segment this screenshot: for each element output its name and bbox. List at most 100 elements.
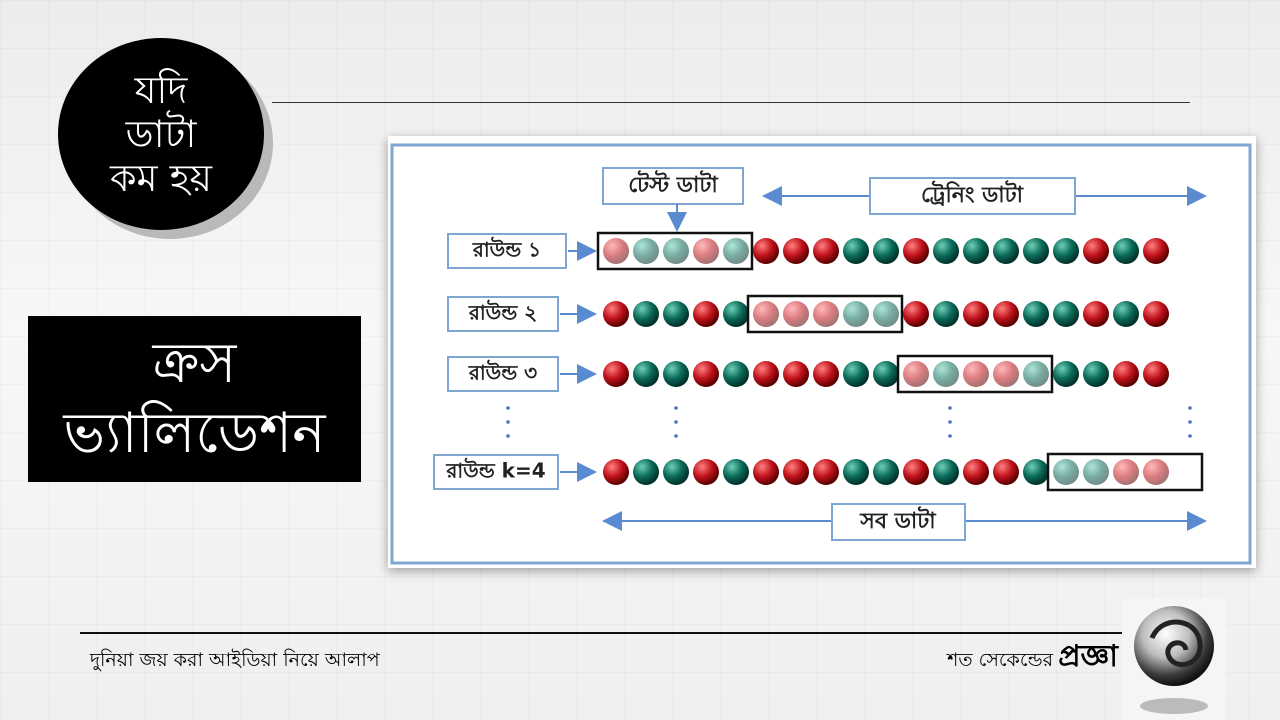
green-data-ball	[633, 301, 659, 327]
green-data-ball	[933, 459, 959, 485]
green-data-ball	[663, 301, 689, 327]
ellipsis-dot	[506, 420, 510, 424]
green-data-ball	[723, 361, 749, 387]
red-data-ball	[813, 238, 839, 264]
red-data-ball	[903, 238, 929, 264]
green-data-ball	[663, 459, 689, 485]
green-data-ball	[843, 301, 869, 327]
footer-brand: শত সেকেন্ডের প্রজ্ঞা	[947, 632, 1118, 683]
green-data-ball	[633, 459, 659, 485]
ellipsis-dot	[1188, 420, 1192, 424]
round-label: রাউন্ড ৩	[468, 360, 537, 385]
green-data-ball	[663, 361, 689, 387]
ellipsis-dot	[674, 434, 678, 438]
test-fold-highlight	[746, 294, 904, 334]
all-data-label: সব ডাটা	[859, 506, 937, 534]
red-data-ball	[813, 301, 839, 327]
ellipsis-dot	[1188, 406, 1192, 410]
green-data-ball	[1113, 238, 1139, 264]
green-data-ball	[963, 238, 989, 264]
ellipsis-dot	[1188, 434, 1192, 438]
ellipsis-dot	[674, 406, 678, 410]
red-data-ball	[813, 361, 839, 387]
green-data-ball	[843, 361, 869, 387]
topic-circle-badge: যদি ডাটা কম হয়	[58, 38, 264, 230]
badge-line-1: যদি	[134, 68, 188, 112]
red-data-ball	[1083, 301, 1109, 327]
green-data-ball	[843, 459, 869, 485]
green-data-ball	[873, 361, 899, 387]
green-data-ball	[723, 238, 749, 264]
red-data-ball	[783, 361, 809, 387]
green-data-ball	[633, 361, 659, 387]
green-data-ball	[933, 361, 959, 387]
red-data-ball	[693, 238, 719, 264]
green-data-ball	[1023, 459, 1049, 485]
round-label-box	[447, 233, 567, 269]
green-data-ball	[933, 238, 959, 264]
green-data-ball	[1023, 301, 1049, 327]
round-label-box	[433, 454, 559, 490]
red-data-ball	[963, 301, 989, 327]
all-data-box	[831, 503, 966, 541]
training-data-label: ট্রেনিং ডাটা	[921, 180, 1025, 208]
red-data-ball	[963, 459, 989, 485]
header-divider	[272, 102, 1190, 103]
diagram-canvas: টেস্ট ডাটাট্রেনিং ডাটারাউন্ড ১রাউন্ড ২রা…	[390, 143, 1252, 565]
footer-tagline: দুনিয়া জয় করা আইডিয়া নিয়ে আলাপ	[90, 649, 380, 671]
green-data-ball	[1053, 238, 1079, 264]
red-data-ball	[603, 238, 629, 264]
red-data-ball	[1113, 361, 1139, 387]
red-data-ball	[693, 301, 719, 327]
red-data-ball	[813, 459, 839, 485]
red-data-ball	[993, 459, 1019, 485]
diagram-frame	[390, 143, 1252, 565]
red-data-ball	[753, 238, 779, 264]
badge-line-2: ডাটা	[125, 112, 197, 156]
test-data-box	[602, 167, 744, 205]
green-data-ball	[1053, 459, 1079, 485]
red-data-ball	[753, 459, 779, 485]
red-data-ball	[1143, 301, 1169, 327]
green-data-ball	[1083, 361, 1109, 387]
red-data-ball	[603, 459, 629, 485]
green-data-ball	[873, 459, 899, 485]
red-data-ball	[753, 301, 779, 327]
green-data-ball	[1053, 301, 1079, 327]
green-data-ball	[873, 301, 899, 327]
ellipsis-dot	[948, 434, 952, 438]
green-data-ball	[873, 238, 899, 264]
green-data-ball	[1113, 301, 1139, 327]
test-data-label: টেস্ট ডাটা	[628, 170, 719, 198]
footer-brand-prefix: শত সেকেন্ডের	[947, 649, 1054, 671]
green-data-ball	[723, 301, 749, 327]
green-data-ball	[1083, 459, 1109, 485]
ellipsis-dot	[506, 406, 510, 410]
round-label-box	[447, 296, 559, 332]
green-data-ball	[663, 238, 689, 264]
ellipsis-dot	[674, 420, 678, 424]
green-data-ball	[993, 238, 1019, 264]
test-fold-highlight	[896, 354, 1054, 394]
red-data-ball	[1083, 238, 1109, 264]
green-data-ball	[723, 459, 749, 485]
red-data-ball	[603, 361, 629, 387]
red-data-ball	[1113, 459, 1139, 485]
test-fold-highlight	[1046, 452, 1204, 492]
red-data-ball	[903, 301, 929, 327]
red-data-ball	[603, 301, 629, 327]
green-data-ball	[1023, 361, 1049, 387]
red-data-ball	[1143, 459, 1169, 485]
red-data-ball	[753, 361, 779, 387]
green-data-ball	[633, 238, 659, 264]
ellipsis-dot	[506, 434, 510, 438]
ellipsis-dot	[948, 406, 952, 410]
red-data-ball	[783, 301, 809, 327]
green-data-ball	[1053, 361, 1079, 387]
glass-sphere-logo-icon	[1122, 598, 1226, 720]
green-data-ball	[843, 238, 869, 264]
red-data-ball	[783, 238, 809, 264]
title-line-2: ভ্যালিডেশন	[63, 401, 326, 466]
test-fold-highlight	[596, 231, 754, 271]
